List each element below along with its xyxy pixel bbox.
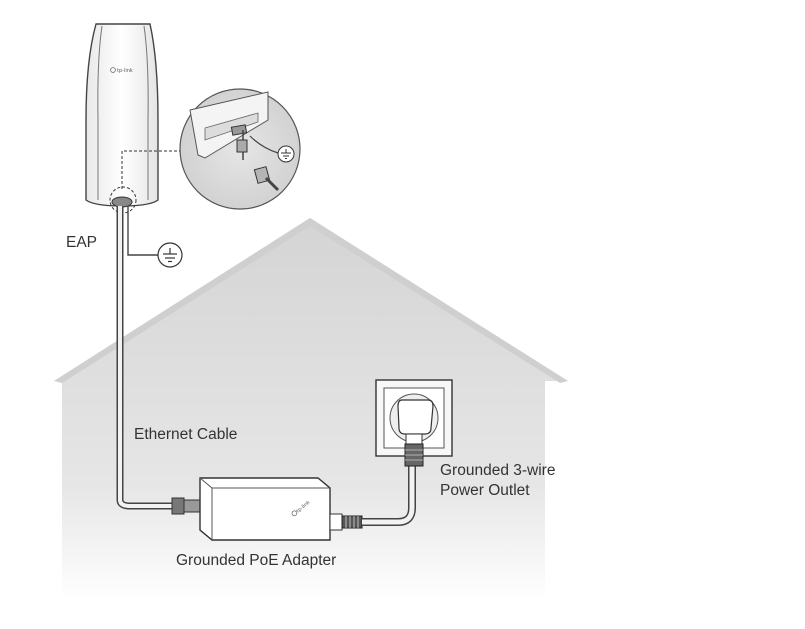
power-outlet-label-line1: Grounded 3-wire (440, 462, 556, 479)
eap-label: EAP (66, 234, 98, 251)
ethernet-cable-label: Ethernet Cable (134, 426, 238, 443)
svg-text:tp-link: tp-link (117, 68, 133, 74)
tp-link-logo: tp-link (110, 67, 133, 74)
ground-symbol-icon (277, 145, 295, 163)
inset-leader (121, 150, 185, 189)
house (54, 218, 568, 600)
poe-adapter-label: Grounded PoE Adapter (176, 552, 337, 569)
zoom-inset (179, 88, 301, 210)
eap-ground-wire (127, 206, 183, 268)
eap-device: tp-link (85, 23, 159, 214)
power-outlet-label: Grounded 3-wire Power Outlet (440, 461, 555, 501)
power-outlet (375, 379, 453, 467)
power-outlet-label-line2: Power Outlet (440, 482, 530, 499)
